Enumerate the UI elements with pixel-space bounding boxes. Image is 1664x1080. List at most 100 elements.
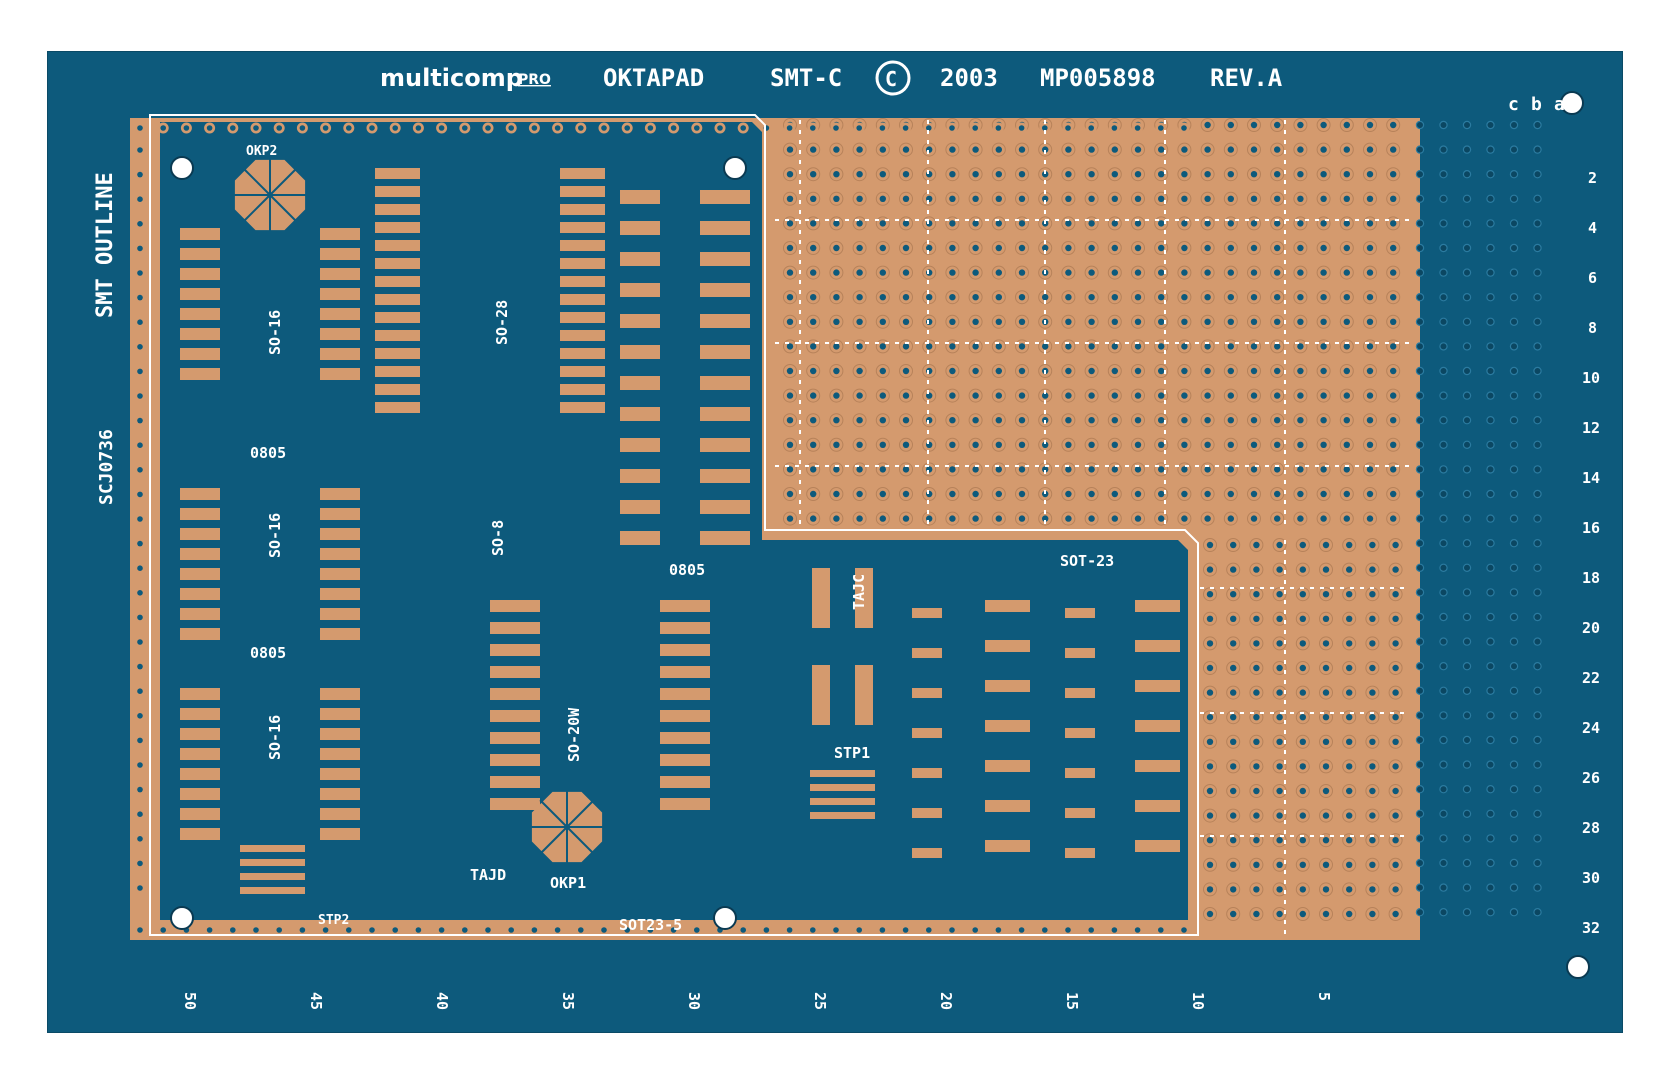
edge-hole	[1462, 489, 1472, 499]
edge-hole	[1415, 145, 1425, 154]
grid-hole	[1088, 294, 1095, 301]
grid-hole	[1206, 689, 1214, 696]
grid-hole	[1276, 837, 1283, 844]
grid-hole	[1227, 318, 1235, 325]
grid-hole	[1230, 763, 1237, 770]
so16-top-pad	[180, 328, 220, 340]
passive-pad	[700, 221, 750, 235]
grid-hole	[1134, 146, 1142, 153]
grid-hole	[949, 195, 956, 202]
label-so28: SO-28	[493, 300, 511, 345]
perimeter-hole	[137, 467, 143, 473]
grid-hole	[1390, 171, 1397, 178]
grid-hole	[1042, 146, 1049, 153]
edge-hole	[1533, 366, 1542, 376]
perimeter-hole	[879, 125, 886, 131]
grid-hole	[833, 441, 840, 448]
grid-hole	[1369, 787, 1376, 795]
so28-pad	[375, 384, 420, 395]
grid-hole	[926, 146, 933, 153]
grid-hole	[1158, 195, 1165, 202]
edge-hole	[1509, 489, 1519, 499]
grid-hole	[949, 171, 956, 178]
so16-top-pad	[180, 348, 220, 360]
grid-hole	[1088, 490, 1095, 498]
edge-hole	[1439, 588, 1448, 597]
grid-hole	[1346, 714, 1353, 721]
grid-hole	[1227, 121, 1235, 129]
grid-hole	[1392, 763, 1399, 770]
grid-hole	[1369, 615, 1376, 622]
so16-bottom-pad	[320, 768, 360, 780]
passive-pad	[620, 190, 660, 204]
grid-hole	[856, 367, 863, 375]
perimeter-hole	[694, 927, 700, 933]
grid-hole	[1343, 146, 1351, 153]
okp1-slot	[539, 826, 568, 855]
grid-hole	[810, 220, 817, 227]
perimeter-hole	[160, 125, 166, 131]
passive-pad	[700, 438, 750, 452]
so16-bottom-pad	[180, 828, 220, 840]
passive-pad	[700, 190, 750, 204]
so20w-pad	[660, 644, 710, 656]
so16-bottom-pad	[320, 708, 360, 720]
grid-hole	[1253, 837, 1260, 844]
grid-hole	[1343, 392, 1351, 399]
grid-hole	[810, 146, 817, 153]
grid-hole	[1369, 640, 1376, 647]
perimeter-hole	[137, 836, 143, 842]
grid-hole	[995, 195, 1002, 202]
perimeter-hole	[462, 927, 468, 933]
sot23-pad	[985, 760, 1030, 772]
passive-pad	[620, 531, 660, 545]
grid-hole	[1230, 615, 1237, 622]
so16-top-pad	[180, 248, 220, 260]
grid-hole	[1366, 195, 1374, 202]
grid-hole	[1274, 244, 1281, 252]
edge-hole	[1509, 785, 1519, 794]
edge-hole	[1509, 588, 1519, 597]
grid-hole	[1299, 812, 1307, 819]
grid-hole	[1042, 195, 1049, 202]
grid-hole	[1230, 886, 1237, 893]
grid-hole	[1158, 269, 1165, 276]
grid-hole	[1181, 146, 1188, 153]
edge-hole	[1509, 440, 1519, 449]
so16-mid-pad	[180, 488, 220, 500]
grid-hole	[1274, 441, 1281, 448]
sot23-pad	[1065, 648, 1095, 658]
perimeter-hole	[508, 125, 514, 131]
grid-hole	[1088, 417, 1095, 424]
edge-hole	[1486, 686, 1495, 696]
grid-hole	[879, 441, 886, 448]
grid-hole	[833, 269, 840, 276]
grid-hole	[1065, 318, 1072, 325]
grid-hole	[1158, 441, 1165, 448]
so16-mid-pad	[320, 488, 360, 500]
edge-hole	[1415, 293, 1425, 302]
edge-hole	[1486, 219, 1495, 228]
grid-hole	[926, 195, 933, 202]
passive-pad	[700, 500, 750, 514]
perimeter-hole	[346, 927, 352, 933]
grid-hole	[1230, 714, 1237, 721]
grid-hole	[1299, 640, 1307, 647]
edge-hole	[1533, 465, 1542, 474]
smt-outline-label: SMT OUTLINE	[93, 172, 118, 318]
so20w-pad	[490, 688, 540, 700]
grid-hole	[1320, 466, 1327, 473]
edge-hole	[1415, 169, 1425, 179]
sot23-pad	[985, 600, 1030, 612]
grid-hole	[1276, 763, 1283, 770]
perimeter-hole	[1088, 927, 1094, 933]
grid-hole	[1227, 466, 1235, 473]
perimeter-hole	[137, 516, 143, 522]
grid-hole	[949, 417, 956, 424]
edge-hole	[1439, 563, 1448, 573]
edge-hole	[1533, 883, 1542, 892]
edge-hole	[1533, 908, 1542, 917]
grid-hole	[1343, 466, 1351, 473]
edge-hole	[1439, 760, 1448, 769]
so16-top-pad	[320, 288, 360, 300]
